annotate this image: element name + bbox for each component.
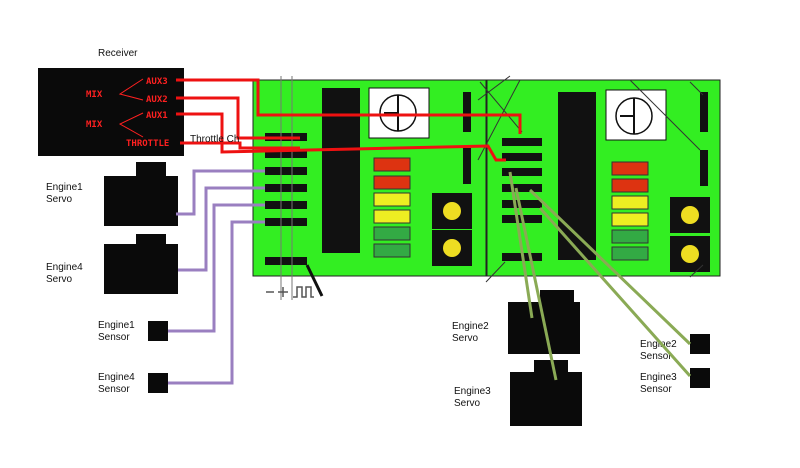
engine2-sensor-label-2: Sensor (640, 351, 672, 362)
engine3-servo (510, 360, 582, 426)
channel-aux3: AUX3 (146, 77, 168, 87)
engine4-servo-label-2: Servo (46, 274, 73, 285)
led-bar-right (611, 161, 649, 261)
engine4-servo-label-1: Engine4 (46, 262, 83, 273)
jumper-right-2 (700, 150, 708, 186)
right-engine-wires (508, 171, 692, 381)
engine1-sensor (148, 321, 168, 341)
engine1-servo-label-1: Engine1 (46, 182, 83, 193)
engine4-sensor-label-2: Sensor (98, 384, 130, 395)
engine1-sensor-label-2: Sensor (98, 332, 130, 343)
engine1-servo-label-2: Servo (46, 194, 73, 205)
mix-label-2: MIX (86, 120, 103, 130)
receiver-wires (176, 78, 522, 162)
button-left-2 (432, 230, 472, 266)
button-left-1 (432, 193, 472, 229)
chip-right (558, 92, 596, 260)
engine2-sensor (690, 334, 710, 354)
left-engine-wires (168, 169, 265, 385)
button-right-2 (670, 236, 710, 272)
receiver-box (38, 68, 184, 156)
engine2-servo-label-2: Servo (452, 333, 479, 344)
throttle-channel-label: Throttle Ch (190, 134, 239, 145)
engine4-sensor (148, 373, 168, 393)
engine1-servo (104, 162, 178, 226)
pointer-lines (477, 75, 704, 283)
engine3-servo-label-1: Engine3 (454, 386, 491, 397)
engine3-sensor-label-2: Sensor (640, 384, 672, 395)
engine2-servo (508, 290, 580, 354)
engine3-servo-label-2: Servo (454, 398, 481, 409)
chip-left (322, 88, 360, 253)
receiver-title: Receiver (98, 48, 138, 59)
engine1-sensor-label-1: Engine1 (98, 320, 135, 331)
engine2-sensor-label-1: Engine2 (640, 339, 677, 350)
jumper-left-1 (463, 92, 471, 132)
channel-aux2: AUX2 (146, 95, 168, 105)
mix-label-1: MIX (86, 90, 103, 100)
channel-aux1: AUX1 (146, 111, 168, 121)
led-bar-left (373, 157, 411, 258)
jumper-right-1 (700, 92, 708, 132)
engine2-servo-label-1: Engine2 (452, 321, 489, 332)
engine3-sensor (690, 368, 710, 388)
channel-throttle: THROTTLE (126, 139, 169, 149)
engine3-sensor-label-1: Engine3 (640, 372, 677, 383)
engine4-servo (104, 234, 178, 294)
pwm-signal-icon (266, 286, 314, 298)
button-right-1 (670, 197, 710, 233)
engine4-sensor-label-1: Engine4 (98, 372, 135, 383)
jumper-left-2 (463, 148, 471, 184)
